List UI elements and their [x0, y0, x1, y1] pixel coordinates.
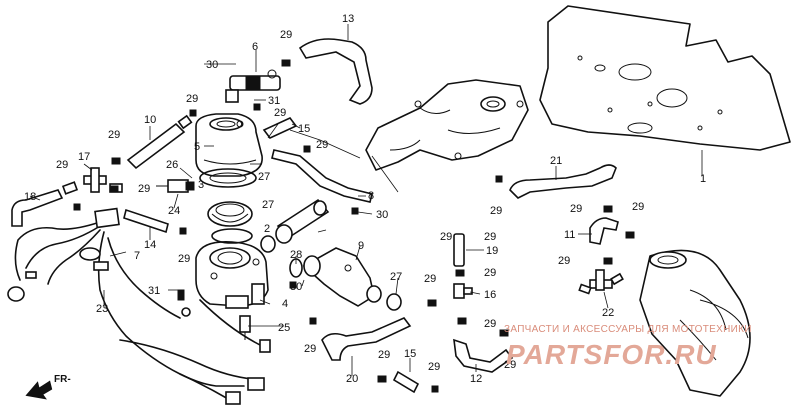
callout-29-q: 29 — [558, 255, 570, 267]
watermark-logo: PARTSFOR.RU — [506, 339, 717, 370]
callout-31-a: 31 — [268, 95, 280, 107]
hose-21 — [509, 164, 617, 199]
callout-23: 23 — [96, 303, 108, 315]
callout-25: 25 — [278, 322, 290, 334]
callout-14: 14 — [144, 239, 156, 251]
callout-29-e: 29 — [138, 183, 150, 195]
callout-30-c: 30 — [290, 281, 302, 293]
front-arrow: FR- — [25, 374, 71, 400]
callout-29-t: 29 — [484, 231, 496, 243]
fitting-22 — [578, 269, 624, 295]
callout-29-i: 29 — [304, 343, 316, 355]
hose-13 — [298, 38, 373, 105]
callout-29-m: 29 — [490, 205, 502, 217]
intake-manifold — [365, 79, 529, 171]
callout-22: 22 — [602, 307, 614, 319]
callout-18: 18 — [24, 191, 36, 203]
hose-19 — [453, 233, 465, 267]
thermostat-housing-4 — [195, 241, 269, 309]
callout-27c: 27 — [258, 171, 270, 183]
callout-26: 26 — [166, 159, 178, 171]
hose-20 — [321, 317, 412, 361]
callout-28: 28 — [290, 249, 302, 261]
callout-29-o: 29 — [570, 203, 582, 215]
callout-29-s: 29 — [428, 361, 440, 373]
hose-15-lower — [392, 370, 420, 394]
hose-12 — [453, 338, 514, 373]
hose-15-upper — [262, 117, 298, 139]
hose-18 — [11, 189, 64, 227]
callout-19: 19 — [486, 245, 498, 257]
callout-29-g: 29 — [274, 107, 286, 119]
callout-5: 5 — [194, 141, 200, 153]
callout-3: 3 — [198, 179, 204, 191]
hose-14 — [123, 208, 169, 234]
callout-29-c: 29 — [108, 129, 120, 141]
watermark-tagline: ЗАПЧАСТИ И АКСЕССУАРЫ ДЛЯ МОТОТЕХНИКИ — [504, 324, 752, 335]
callout-29-b: 29 — [186, 93, 198, 105]
callout-27a: 27 — [262, 199, 274, 211]
callout-29-k: 29 — [484, 267, 496, 279]
thermostat-cover-5 — [195, 113, 263, 177]
callout-20: 20 — [346, 373, 358, 385]
pipe-8 — [271, 149, 373, 203]
clamp-group — [73, 59, 635, 393]
callout-29-n: 29 — [504, 359, 516, 371]
water-joint-9 — [302, 247, 382, 307]
o-ring-27b — [386, 293, 402, 311]
joint-pipe-7 — [260, 198, 330, 253]
callout-6: 6 — [252, 41, 258, 53]
callout-10: 10 — [144, 114, 156, 126]
callout-21: 21 — [550, 155, 562, 167]
gasket-26 — [199, 168, 257, 188]
callout-15-upper: 15 — [298, 123, 310, 135]
callout-12: 12 — [470, 373, 482, 385]
watermark: ЗАПЧАСТИ И АКСЕССУАРЫ ДЛЯ МОТОТЕХНИКИ PA… — [504, 324, 752, 370]
callout-labels: 1 4 5 6 7 8 9 10 11 12 13 14 15 15 16 17… — [24, 13, 706, 385]
leader-lines — [29, 24, 703, 376]
callout-29-u: 29 — [440, 231, 452, 243]
callout-27b: 27 — [390, 271, 402, 283]
callout-13: 13 — [342, 13, 354, 25]
sensor-25 — [239, 315, 251, 340]
thermostat-2 — [207, 201, 253, 227]
callout-9: 9 — [358, 240, 364, 252]
callout-29-a: 29 — [280, 29, 292, 41]
callout-7: 7 — [134, 250, 140, 262]
callout-2: 2 — [264, 223, 270, 235]
callout-1: 1 — [700, 173, 706, 185]
fitting-16 — [453, 283, 473, 299]
callout-30-a: 30 — [206, 59, 218, 71]
callout-31-b: 31 — [148, 285, 160, 297]
callout-4: 4 — [282, 298, 288, 310]
callout-29-j: 29 — [424, 273, 436, 285]
callout-29-d: 29 — [56, 159, 68, 171]
hose-11 — [589, 217, 619, 245]
callout-29-l: 29 — [484, 318, 496, 330]
o-ring-27 — [211, 228, 253, 244]
callout-24: 24 — [168, 205, 180, 217]
injector-6 — [225, 69, 281, 103]
callout-29-f: 29 — [178, 253, 190, 265]
callout-17: 17 — [78, 151, 90, 163]
heat-shield-plate — [539, 5, 791, 151]
callout-15-lower: 15 — [404, 348, 416, 360]
callout-30-b: 30 — [376, 209, 388, 221]
callout-29-p: 29 — [632, 201, 644, 213]
sensor-24 — [156, 179, 195, 193]
callout-29-r: 29 — [378, 349, 390, 361]
callout-11: 11 — [564, 229, 575, 241]
callout-29-h: 29 — [316, 139, 328, 151]
front-arrow-label: FR- — [54, 374, 71, 385]
callout-16: 16 — [484, 289, 496, 301]
exhaust-manifold — [639, 249, 751, 397]
callout-8: 8 — [368, 190, 374, 202]
hose-10 — [126, 114, 193, 170]
